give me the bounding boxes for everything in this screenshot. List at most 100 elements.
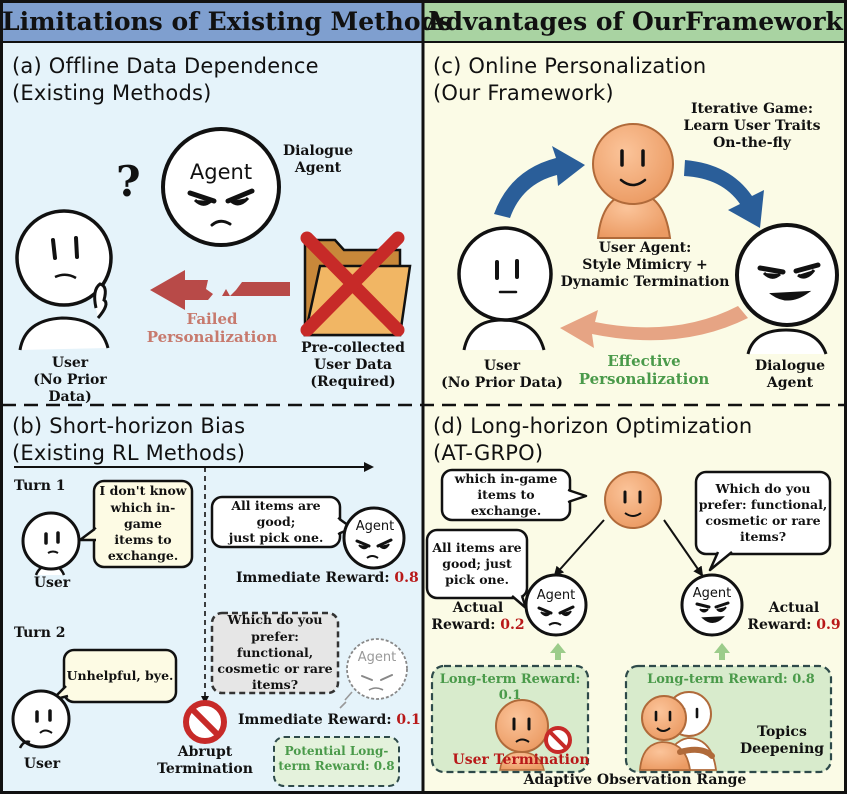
user-speech-bubble-1	[78, 479, 194, 569]
bubble-agent2-line1: Which do you	[227, 612, 323, 628]
bubble-agent2-line2: prefer: functional,	[236, 628, 314, 660]
panel-a-title-line2: (Existing Methods)	[12, 81, 212, 105]
bubble-d-left-line3: pick one.	[445, 572, 509, 588]
bubble-d-left-line1: All items are	[432, 539, 522, 555]
bubble-d-user-line1: which in-game	[454, 470, 558, 486]
panel-d-title: (d) Long-horizon Optimization (AT-GRPO)	[433, 413, 752, 467]
user-bubble-2-text: Unhelpful, bye.	[66, 667, 174, 683]
panel-d-title-line2: (AT-GRPO)	[433, 441, 544, 465]
user-bubble-1-text: I don't know which in-game items to exch…	[94, 481, 192, 567]
panel-c-title-line2: (Our Framework)	[433, 81, 614, 105]
immediate-reward-1: Immediate Reward: 0.8	[236, 570, 419, 587]
agent-speech-bubble-2	[210, 611, 340, 695]
dialogue-agent-avatar-c	[735, 223, 839, 355]
actual-right-line1: Actual	[768, 600, 820, 616]
immediate-reward-2: Immediate Reward: 0.1	[238, 712, 421, 729]
agent-speech-bubble-1	[210, 495, 354, 549]
panel-c-title-line1: (c) Online Personalization	[433, 54, 707, 78]
bubble-d-right-line1: Which do you	[715, 480, 811, 496]
topics-line2: Deepening	[739, 741, 825, 758]
user-bubble-d-text: which in-game items to exchange.	[442, 470, 570, 520]
panel-a-title-line1: (a) Offline Data Dependence	[12, 54, 319, 78]
left-header-title: Limitations of Existing Methods	[2, 7, 453, 36]
actual-left-value: 0.2	[500, 617, 525, 634]
branch-arrow-left	[553, 519, 605, 577]
salmon-return-arrow	[560, 306, 748, 348]
agent-bubble-d-left-text: All items are good; just pick one.	[427, 530, 527, 598]
bubble-d-right-line4: items?	[739, 529, 787, 545]
effective-line1: Effective	[607, 352, 681, 370]
panel-b-title: (b) Short-horizon Bias (Existing RL Meth…	[12, 413, 245, 467]
effective-line2: Personalization	[578, 370, 710, 389]
panel-b-title-line2: (Existing RL Methods)	[12, 441, 246, 465]
bubble-d-right-line3: cosmetic or rare	[705, 513, 821, 528]
thinking-user-avatar	[15, 209, 113, 351]
long-term-reward-right: Long-term Reward: 0.8	[647, 672, 815, 687]
prohibited-icon	[183, 700, 227, 744]
user-avatar-turn1	[21, 511, 81, 576]
game-line1: Iterative Game:	[691, 101, 813, 117]
green-up-arrow-left	[550, 643, 566, 660]
bubble-agent2-line3: cosmetic or rare	[217, 661, 333, 677]
sad-user-avatar	[495, 699, 549, 771]
adaptive-observation-range-label: Adaptive Observation Range	[523, 772, 747, 788]
bubble-d-user-line2: items to exchange.	[470, 486, 542, 519]
agent-face-label-turn2: Agent	[357, 650, 397, 665]
panel-c-dialogue-line1: Dialogue	[754, 358, 826, 374]
failed-line1: Failed	[186, 310, 238, 328]
failed-line2: Personalization	[146, 328, 278, 347]
dialogue-agent-label-line2: Agent	[294, 160, 342, 177]
panel-a-title: (a) Offline Data Dependence (Existing Me…	[12, 53, 319, 107]
bubble-user1-line4: exchange.	[107, 548, 179, 564]
bubble-user1-line2: which in-game	[110, 499, 176, 531]
left-header-bar	[2, 2, 422, 42]
game-line3: On-the-fly	[713, 135, 791, 152]
user-label-turn2: User	[23, 756, 61, 772]
dialogue-agent-avatar	[161, 127, 281, 247]
topics-deepening-label: Topics Deepening	[732, 724, 832, 758]
game-line2: Learn User Traits	[683, 118, 821, 135]
user-avatar-turn2	[11, 689, 71, 749]
bubble-d-left-line2: good; just	[442, 555, 512, 571]
red-cross-icon	[300, 231, 405, 337]
user-agent-line2: Style Mimicry +	[582, 257, 708, 274]
panel-c-dialogue-line2: Agent	[766, 375, 814, 392]
potential-line2: term Reward: 0.8	[278, 758, 395, 773]
abrupt-line1: Abrupt	[177, 744, 233, 760]
actual-left-line1: Actual	[452, 600, 504, 616]
bubble-agent1-line2: just pick one.	[228, 530, 324, 546]
data-line3: (Required)	[310, 374, 396, 391]
prohibited-icon-small	[544, 726, 572, 754]
effective-personalization-label: Effective Personalization	[574, 352, 714, 389]
long-term-reward-left: Long-term Reward: 0.1	[439, 672, 581, 703]
user-speech-bubble-d	[440, 468, 588, 522]
agent-speech-bubble-d-right	[694, 470, 832, 572]
bubble-user1-line1: I don't know	[99, 483, 187, 499]
bubble-d-right-line2: prefer: functional,	[698, 496, 828, 512]
topics-line1: Topics	[757, 724, 807, 740]
failed-personalization-label: Failed Personalization	[140, 310, 284, 347]
agent-face-label-turn1: Agent	[355, 519, 395, 534]
agent-face-label: Agent	[189, 160, 253, 184]
faded-agent-avatar-turn2	[339, 638, 408, 709]
agent-speech-bubble-d-left	[425, 528, 529, 610]
branch-arrow-right	[663, 519, 704, 577]
right-header-bar	[424, 2, 845, 42]
actual-right-line2: Reward:	[747, 617, 817, 634]
panel-c-dialogue-agent-label: Dialogue Agent	[742, 358, 838, 392]
actual-right-value: 0.9	[816, 617, 841, 634]
turn1-label: Turn 1	[14, 478, 66, 494]
actual-reward-left: Actual Reward: 0.2	[430, 600, 526, 634]
user-termination-label: User Termination	[452, 752, 590, 768]
panel-b-title-line1: (b) Short-horizon Bias	[12, 414, 246, 438]
hugging-users-icon	[639, 691, 718, 771]
dialogue-agent-label-line1: Dialogue	[282, 143, 354, 159]
reward2-value: 0.1	[396, 712, 421, 728]
agent-bubble-1-text: All items are good; just pick one.	[212, 497, 340, 547]
data-line2: User Data	[314, 357, 392, 374]
potential-reward-box	[273, 736, 400, 787]
agent-face-label-d-left: Agent	[536, 588, 576, 603]
green-up-arrow-right	[714, 643, 730, 660]
agent-bubble-d-right-text: Which do you prefer: functional, cosmeti…	[696, 472, 830, 554]
panel-a-user-line1: User	[51, 355, 89, 371]
